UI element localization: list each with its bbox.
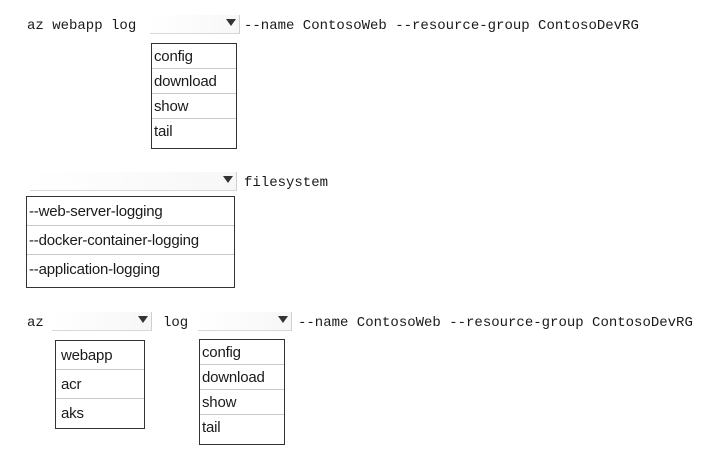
- command-suffix-2: --name ContosoWeb --resource-group Conto…: [298, 315, 693, 331]
- option-download[interactable]: download: [152, 69, 236, 94]
- option-acr[interactable]: acr: [56, 370, 144, 399]
- command-middle: log: [163, 315, 189, 331]
- option-config[interactable]: config: [152, 44, 236, 69]
- option-webapp[interactable]: webapp: [56, 341, 144, 370]
- log-subcommand-dropdown[interactable]: [198, 312, 292, 331]
- option-tail[interactable]: tail: [154, 123, 173, 140]
- log-subcommand-options-list: config download show tail: [199, 339, 285, 445]
- chevron-down-icon: [138, 316, 148, 323]
- service-dropdown[interactable]: [52, 312, 152, 331]
- option-aks[interactable]: aks: [61, 405, 84, 422]
- option-show[interactable]: show: [152, 94, 236, 119]
- option-config[interactable]: config: [200, 340, 284, 365]
- chevron-down-icon: [278, 316, 288, 323]
- logging-type-dropdown[interactable]: [30, 172, 237, 191]
- subcommand-options-list: config download show tail: [151, 43, 237, 149]
- logging-suffix: filesystem: [244, 175, 329, 191]
- option-application-logging[interactable]: --application-logging: [29, 261, 160, 278]
- chevron-down-icon: [226, 19, 236, 26]
- option-web-server-logging[interactable]: --web-server-logging: [27, 197, 234, 226]
- subcommand-dropdown[interactable]: [150, 15, 240, 34]
- option-show[interactable]: show: [200, 390, 284, 415]
- logging-type-options-list: --web-server-logging --docker-container-…: [26, 196, 235, 288]
- option-download[interactable]: download: [200, 365, 284, 390]
- option-docker-container-logging[interactable]: --docker-container-logging: [27, 226, 234, 255]
- command-prefix-az: az: [27, 315, 44, 331]
- command-suffix: --name ContosoWeb --resource-group Conto…: [244, 18, 639, 34]
- command-prefix: az webapp log: [27, 18, 137, 34]
- service-options-list: webapp acr aks: [55, 340, 145, 429]
- option-tail[interactable]: tail: [202, 419, 221, 436]
- chevron-down-icon: [223, 176, 233, 183]
